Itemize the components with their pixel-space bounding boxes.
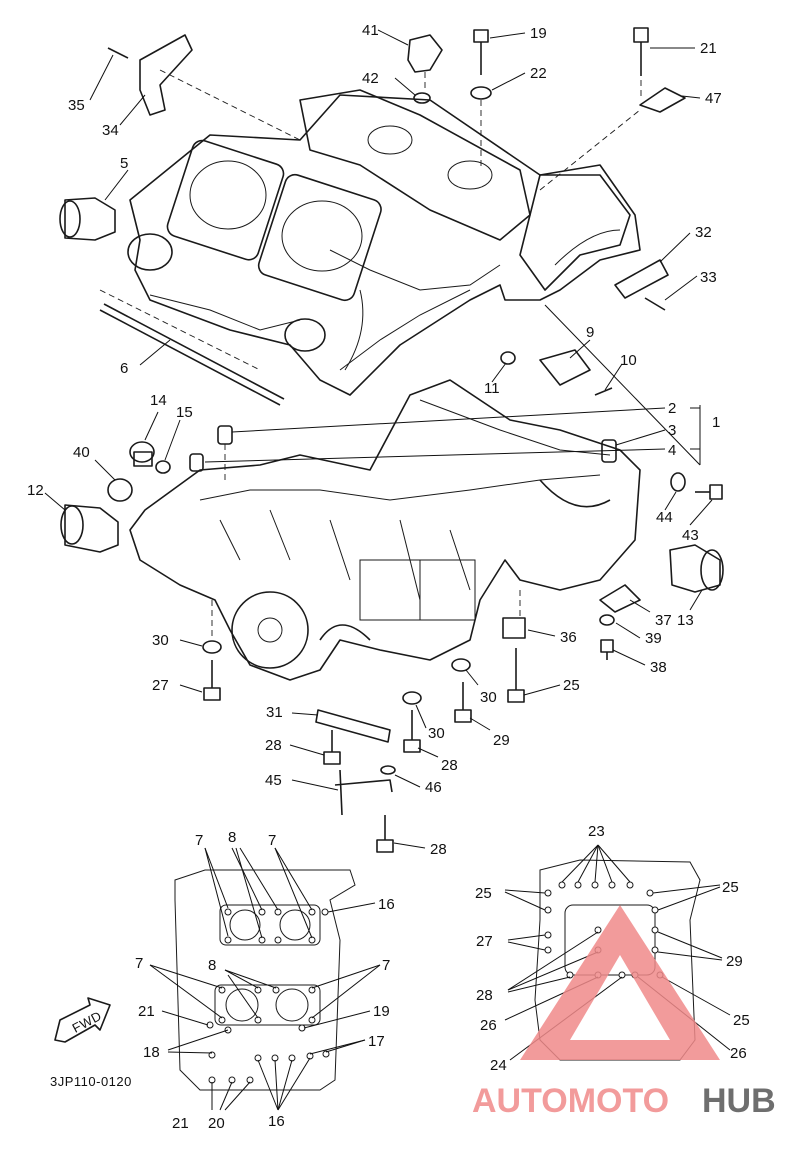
callout-16a: 16 — [378, 896, 395, 913]
callout-15: 15 — [176, 404, 193, 421]
guide-lines — [99, 69, 642, 640]
callout-1: 1 — [712, 414, 720, 431]
callout-7c: 7 — [135, 955, 143, 972]
callout-32: 32 — [695, 224, 712, 241]
callout-27b: 27 — [476, 933, 493, 950]
callout-7a: 7 — [195, 832, 203, 849]
callout-7d: 7 — [382, 957, 390, 974]
callout-11: 11 — [484, 380, 500, 397]
callout-26b: 26 — [730, 1045, 747, 1062]
upper-case-bolt-pattern — [149, 847, 381, 1111]
callout-39: 39 — [645, 630, 662, 647]
callout-44: 44 — [656, 509, 673, 526]
callout-38: 38 — [650, 659, 667, 676]
callout-8b: 8 — [208, 957, 216, 974]
callout-17: 17 — [368, 1033, 385, 1050]
callout-7b: 7 — [268, 832, 276, 849]
callout-25: 25 — [563, 677, 580, 694]
callout-5: 5 — [120, 155, 128, 172]
callout-24: 24 — [490, 1057, 507, 1074]
callout-36: 36 — [560, 629, 577, 646]
callout-31: 31 — [266, 704, 283, 721]
callout-6: 6 — [120, 360, 128, 377]
callout-9: 9 — [586, 324, 594, 341]
forward-arrow-icon: FWD — [54, 997, 111, 1043]
callout-21a: 21 — [138, 1003, 155, 1020]
callout-3: 3 — [668, 422, 676, 439]
callout-12: 12 — [27, 482, 44, 499]
lower-crankcase — [129, 379, 641, 681]
callout-43: 43 — [682, 527, 699, 544]
callout-47: 47 — [705, 90, 722, 107]
callout-25b: 25 — [722, 879, 739, 896]
callout-26a: 26 — [480, 1017, 497, 1034]
callout-41: 41 — [362, 22, 379, 39]
callout-19a: 19 — [373, 1003, 390, 1020]
callout-25c: 25 — [733, 1012, 750, 1029]
callout-28b: 28 — [441, 757, 458, 774]
callout-30a: 30 — [152, 632, 169, 649]
automotohub-watermark: AUTOMOTO HUB — [472, 905, 776, 1120]
callout-35: 35 — [68, 97, 85, 114]
callout-34: 34 — [102, 122, 119, 139]
callout-28a: 28 — [265, 737, 282, 754]
callout-28c: 28 — [430, 841, 447, 858]
callout-18: 18 — [143, 1044, 160, 1061]
callout-8a: 8 — [228, 829, 236, 846]
watermark-text-2: HUB — [702, 1082, 776, 1120]
callout-4: 4 — [668, 442, 676, 459]
small-parts — [59, 27, 724, 853]
callout-16b: 16 — [268, 1113, 285, 1130]
callout-21b: 21 — [172, 1115, 189, 1132]
callout-29: 29 — [493, 732, 510, 749]
watermark-text-1: AUTOMOTO — [472, 1082, 669, 1120]
drawing-code: 3JP110-0120 — [50, 1074, 132, 1089]
callout-2: 2 — [668, 400, 676, 417]
callout-30b: 30 — [480, 689, 497, 706]
callout-25a: 25 — [475, 885, 492, 902]
callout-labels: 41 19 21 42 22 47 35 34 5 32 33 6 9 10 1… — [27, 22, 750, 1132]
callout-13: 13 — [677, 612, 694, 629]
upper-crankcase — [127, 89, 641, 396]
callout-46: 46 — [425, 779, 442, 796]
callout-33: 33 — [700, 269, 717, 286]
callout-28d: 28 — [476, 987, 493, 1004]
callout-21: 21 — [700, 40, 717, 57]
callout-22: 22 — [530, 65, 547, 82]
callout-30c: 30 — [428, 725, 445, 742]
callout-23: 23 — [588, 823, 605, 840]
callout-10: 10 — [620, 352, 637, 369]
callout-42: 42 — [362, 70, 379, 87]
callout-19: 19 — [530, 25, 547, 42]
callout-45: 45 — [265, 772, 282, 789]
callout-37: 37 — [655, 612, 672, 629]
callout-27: 27 — [152, 677, 169, 694]
label-leaders — [44, 29, 713, 849]
callout-20: 20 — [208, 1115, 225, 1132]
callout-40: 40 — [73, 444, 90, 461]
callout-29b: 29 — [726, 953, 743, 970]
callout-14: 14 — [150, 392, 167, 409]
